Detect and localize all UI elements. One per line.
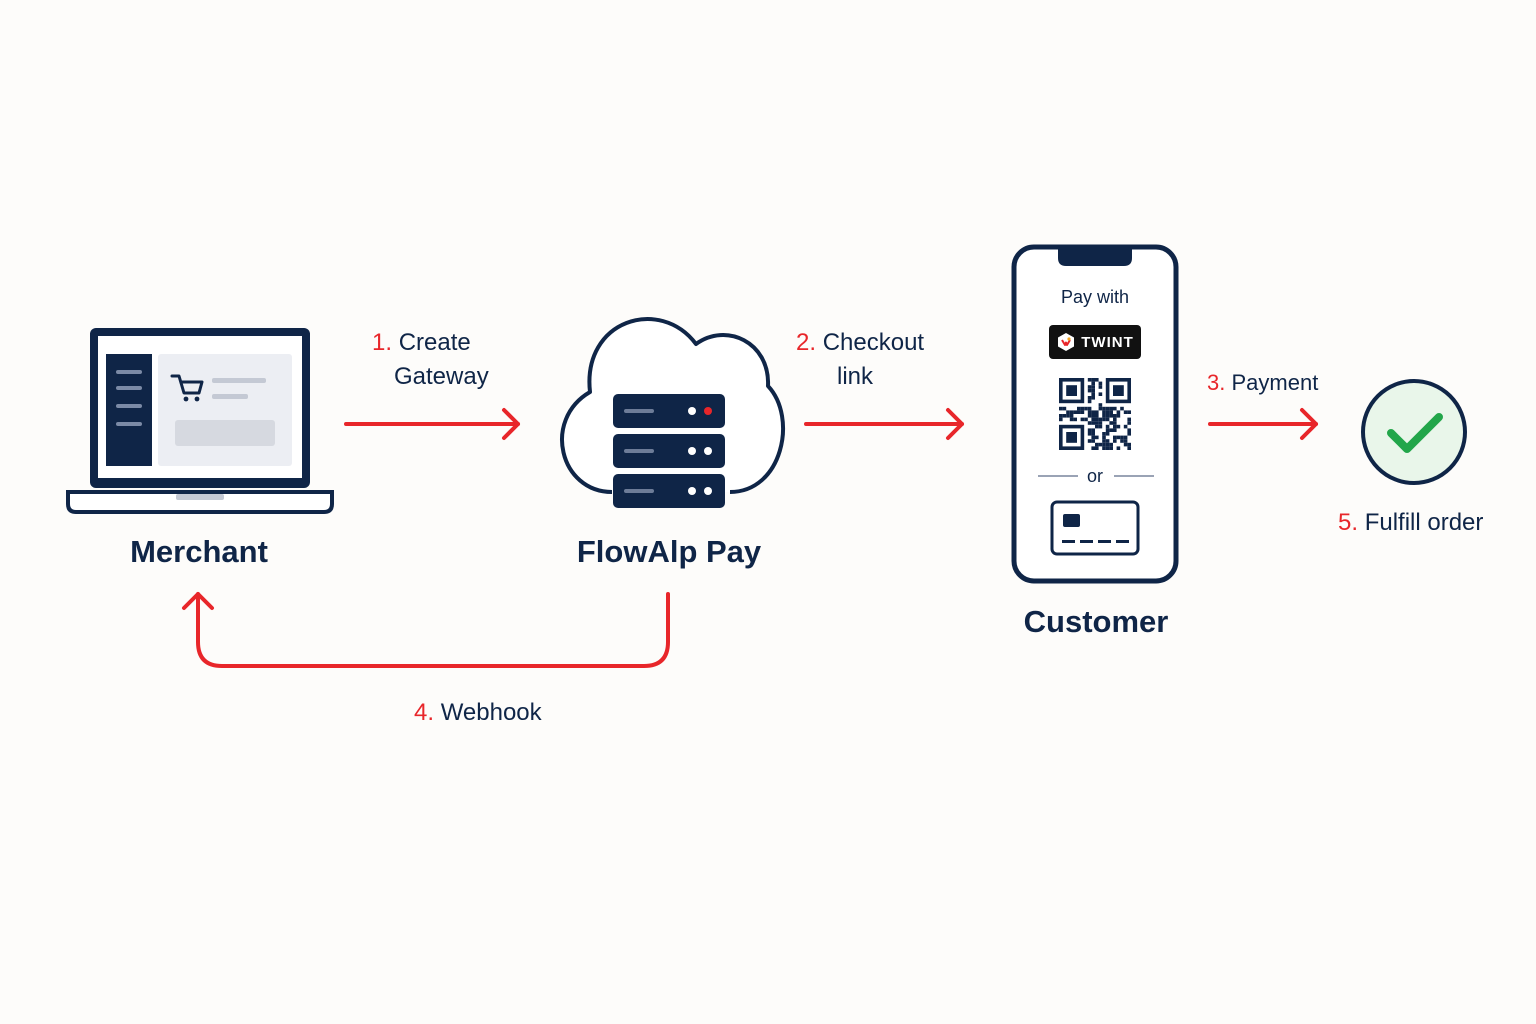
arrow-webhook xyxy=(182,592,670,668)
credit-card-icon xyxy=(1050,500,1140,556)
qr-code-icon xyxy=(1059,378,1131,450)
or-divider-text: or xyxy=(1086,466,1104,486)
laptop-icon xyxy=(66,328,334,514)
arrow-checkout-link xyxy=(804,408,964,440)
cart-icon xyxy=(170,374,204,402)
step-fulfill-order-label: 5. Fulfill order xyxy=(1338,509,1484,536)
customer-label: Customer xyxy=(1023,604,1169,639)
checkmark-circle-icon xyxy=(1361,379,1467,485)
cloud-server-icon xyxy=(560,317,785,508)
twint-logo-icon xyxy=(1058,333,1075,351)
twint-button[interactable]: TWINT xyxy=(1049,325,1141,359)
step-checkout-link-label: 2. Checkout link xyxy=(796,329,925,390)
arrow-payment xyxy=(1208,408,1318,440)
merchant-label: Merchant xyxy=(130,534,268,569)
pay-with-text: Pay with xyxy=(1060,287,1130,307)
gateway-label: FlowAlp Pay xyxy=(576,534,762,569)
twint-label: TWINT xyxy=(1081,333,1134,351)
step-create-gateway-label: 1. Create Gateway xyxy=(372,329,489,390)
arrow-create-gateway xyxy=(344,408,520,440)
step-payment-label: 3. Payment xyxy=(1207,370,1319,395)
step-webhook-label: 4. Webhook xyxy=(414,699,542,726)
